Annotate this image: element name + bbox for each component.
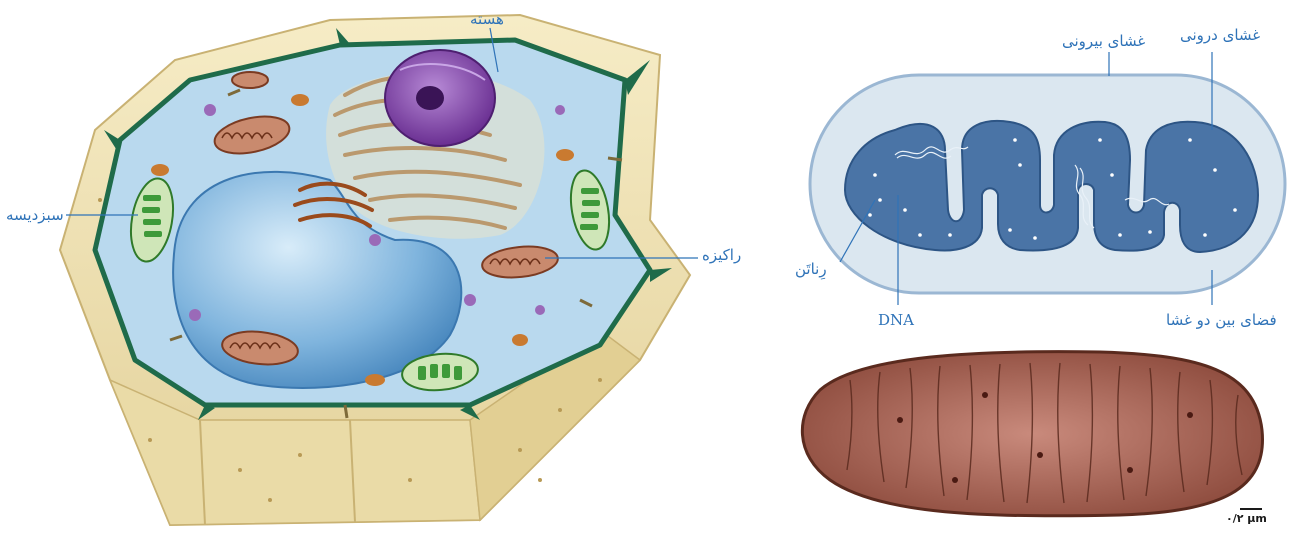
mitochondrion-diagram <box>810 52 1285 305</box>
plant-cell <box>60 15 690 525</box>
label-mitochondrion: راکیزه <box>702 248 741 263</box>
mitochondrion-micrograph <box>802 352 1262 516</box>
label-inner-membrane: غشای درونی <box>1180 28 1260 43</box>
label-chloroplast: سبزدیسه <box>6 208 64 223</box>
label-outer-membrane: غشای بیرونی <box>1062 34 1145 49</box>
scale-bar-label: ۰/۲ µm <box>1226 512 1267 525</box>
label-ribosome: رِناتَن <box>795 262 827 277</box>
label-intermembrane-space: فضای بین دو غشا <box>1166 313 1277 328</box>
label-dna: DNA <box>878 313 914 328</box>
label-nucleus: هسته <box>470 12 504 27</box>
